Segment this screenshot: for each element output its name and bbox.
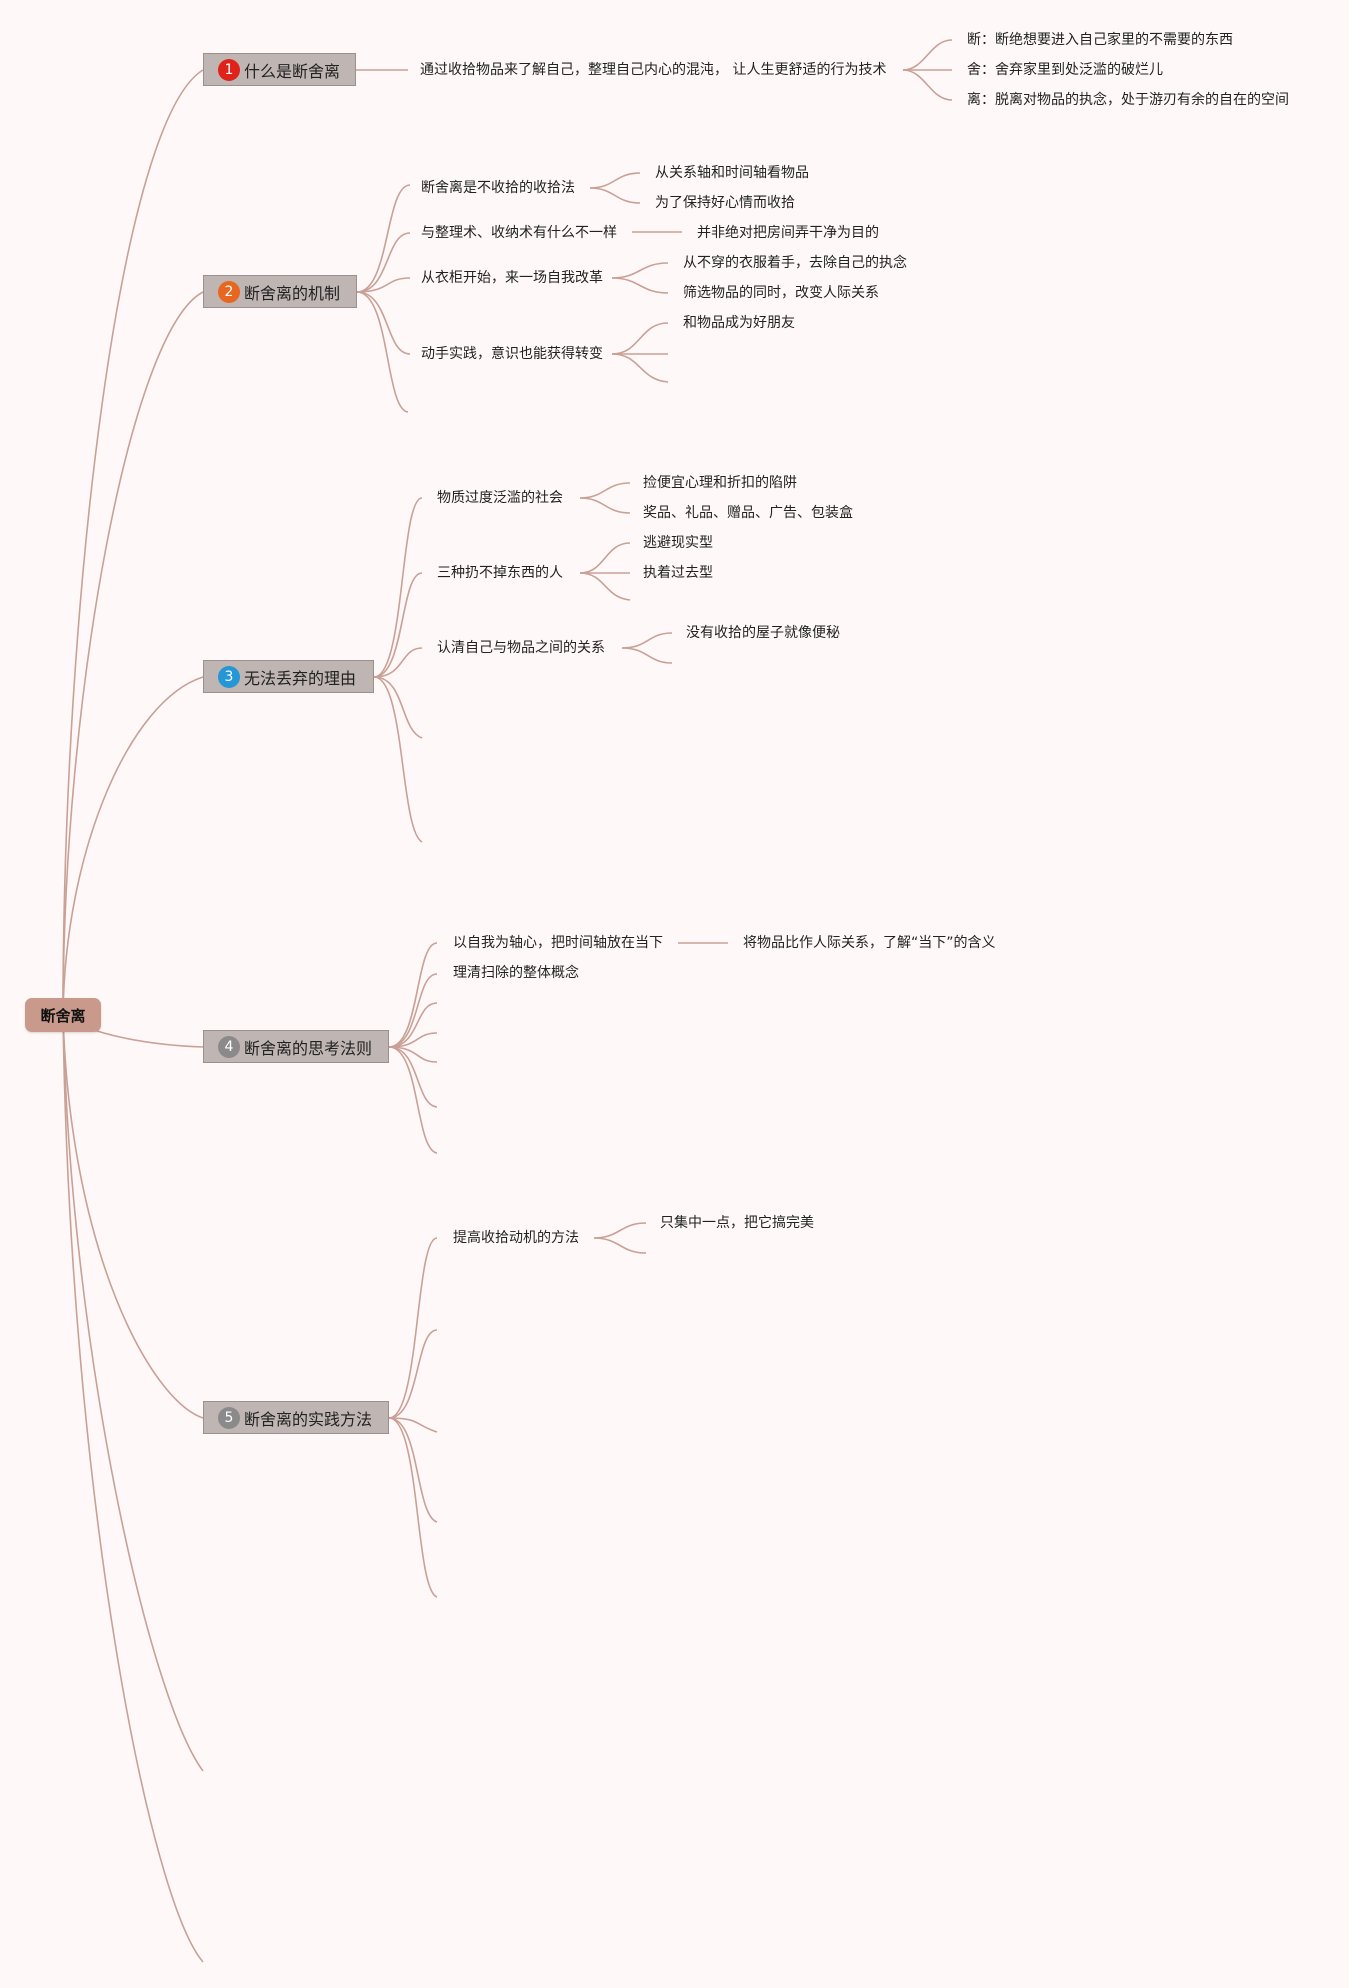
leaf-node[interactable]: 和物品成为好朋友: [683, 315, 795, 331]
leaf-node[interactable]: 只集中一点，把它搞完美: [660, 1215, 814, 1231]
leaf-node[interactable]: 将物品比作人际关系，了解“当下”的含义: [743, 935, 996, 951]
leaf-node[interactable]: 从关系轴和时间轴看物品: [655, 165, 809, 181]
subtopic-node[interactable]: 理清扫除的整体概念: [453, 965, 579, 981]
topic-label: 断舍离的机制: [244, 283, 341, 303]
leaf-node[interactable]: 筛选物品的同时，改变人际关系: [683, 285, 879, 301]
topic-node-1[interactable]: 1 什么是断舍离: [203, 53, 356, 86]
topic-label: 断舍离的实践方法: [244, 1409, 373, 1429]
number-badge-icon: 3: [218, 665, 240, 688]
root-node[interactable]: 断舍离: [25, 998, 101, 1032]
number-badge-icon: 4: [218, 1035, 240, 1058]
topic-node-3[interactable]: 3 无法丢弃的理由: [203, 660, 374, 693]
topic-node-2[interactable]: 2 断舍离的机制: [203, 275, 357, 308]
number-badge-icon: 2: [218, 280, 240, 303]
leaf-node[interactable]: 没有收拾的屋子就像便秘: [686, 625, 840, 641]
subtopic-node[interactable]: 以自我为轴心，把时间轴放在当下: [453, 935, 663, 951]
number-badge-icon: 1: [218, 58, 240, 81]
topic-label: 什么是断舍离: [244, 61, 341, 81]
leaf-node[interactable]: 离：脱离对物品的执念，处于游刃有余的自在的空间: [967, 92, 1289, 108]
subtopic-node[interactable]: 与整理术、收纳术有什么不一样: [421, 225, 617, 241]
leaf-node[interactable]: 为了保持好心情而收拾: [655, 195, 795, 211]
subtopic-node[interactable]: 断舍离是不收拾的收拾法: [421, 180, 575, 196]
leaf-node[interactable]: 从不穿的衣服着手，去除自己的执念: [683, 255, 907, 271]
subtopic-node[interactable]: 认清自己与物品之间的关系: [437, 640, 605, 656]
subtopic-node[interactable]: 三种扔不掉东西的人: [437, 565, 563, 581]
topic-node-4[interactable]: 4 断舍离的思考法则: [203, 1030, 389, 1063]
subtopic-node[interactable]: 提高收拾动机的方法: [453, 1230, 579, 1246]
leaf-node[interactable]: 舍：舍弃家里到处泛滥的破烂儿: [967, 62, 1163, 78]
topic-label: 断舍离的思考法则: [244, 1038, 373, 1058]
leaf-node[interactable]: 奖品、礼品、赠品、广告、包装盒: [643, 505, 853, 521]
subtopic-node[interactable]: 通过收拾物品来了解自己，整理自己内心的混沌， 让人生更舒适的行为技术: [420, 62, 887, 78]
subtopic-node[interactable]: 动手实践，意识也能获得转变: [421, 346, 603, 362]
subtopic-node[interactable]: 物质过度泛滥的社会: [437, 490, 563, 506]
leaf-node[interactable]: 逃避现实型: [643, 535, 713, 551]
subtopic-node[interactable]: 从衣柜开始，来一场自我改革: [421, 270, 603, 286]
topic-node-5[interactable]: 5 断舍离的实践方法: [203, 1401, 389, 1434]
leaf-node[interactable]: 并非绝对把房间弄干净为目的: [697, 225, 879, 241]
leaf-node[interactable]: 断：断绝想要进入自己家里的不需要的东西: [967, 32, 1233, 48]
number-badge-icon: 5: [218, 1406, 240, 1429]
topic-label: 无法丢弃的理由: [244, 668, 357, 688]
root-label: 断舍离: [40, 1006, 86, 1025]
leaf-node[interactable]: 捡便宜心理和折扣的陷阱: [643, 475, 797, 491]
leaf-node[interactable]: 执着过去型: [643, 565, 713, 581]
